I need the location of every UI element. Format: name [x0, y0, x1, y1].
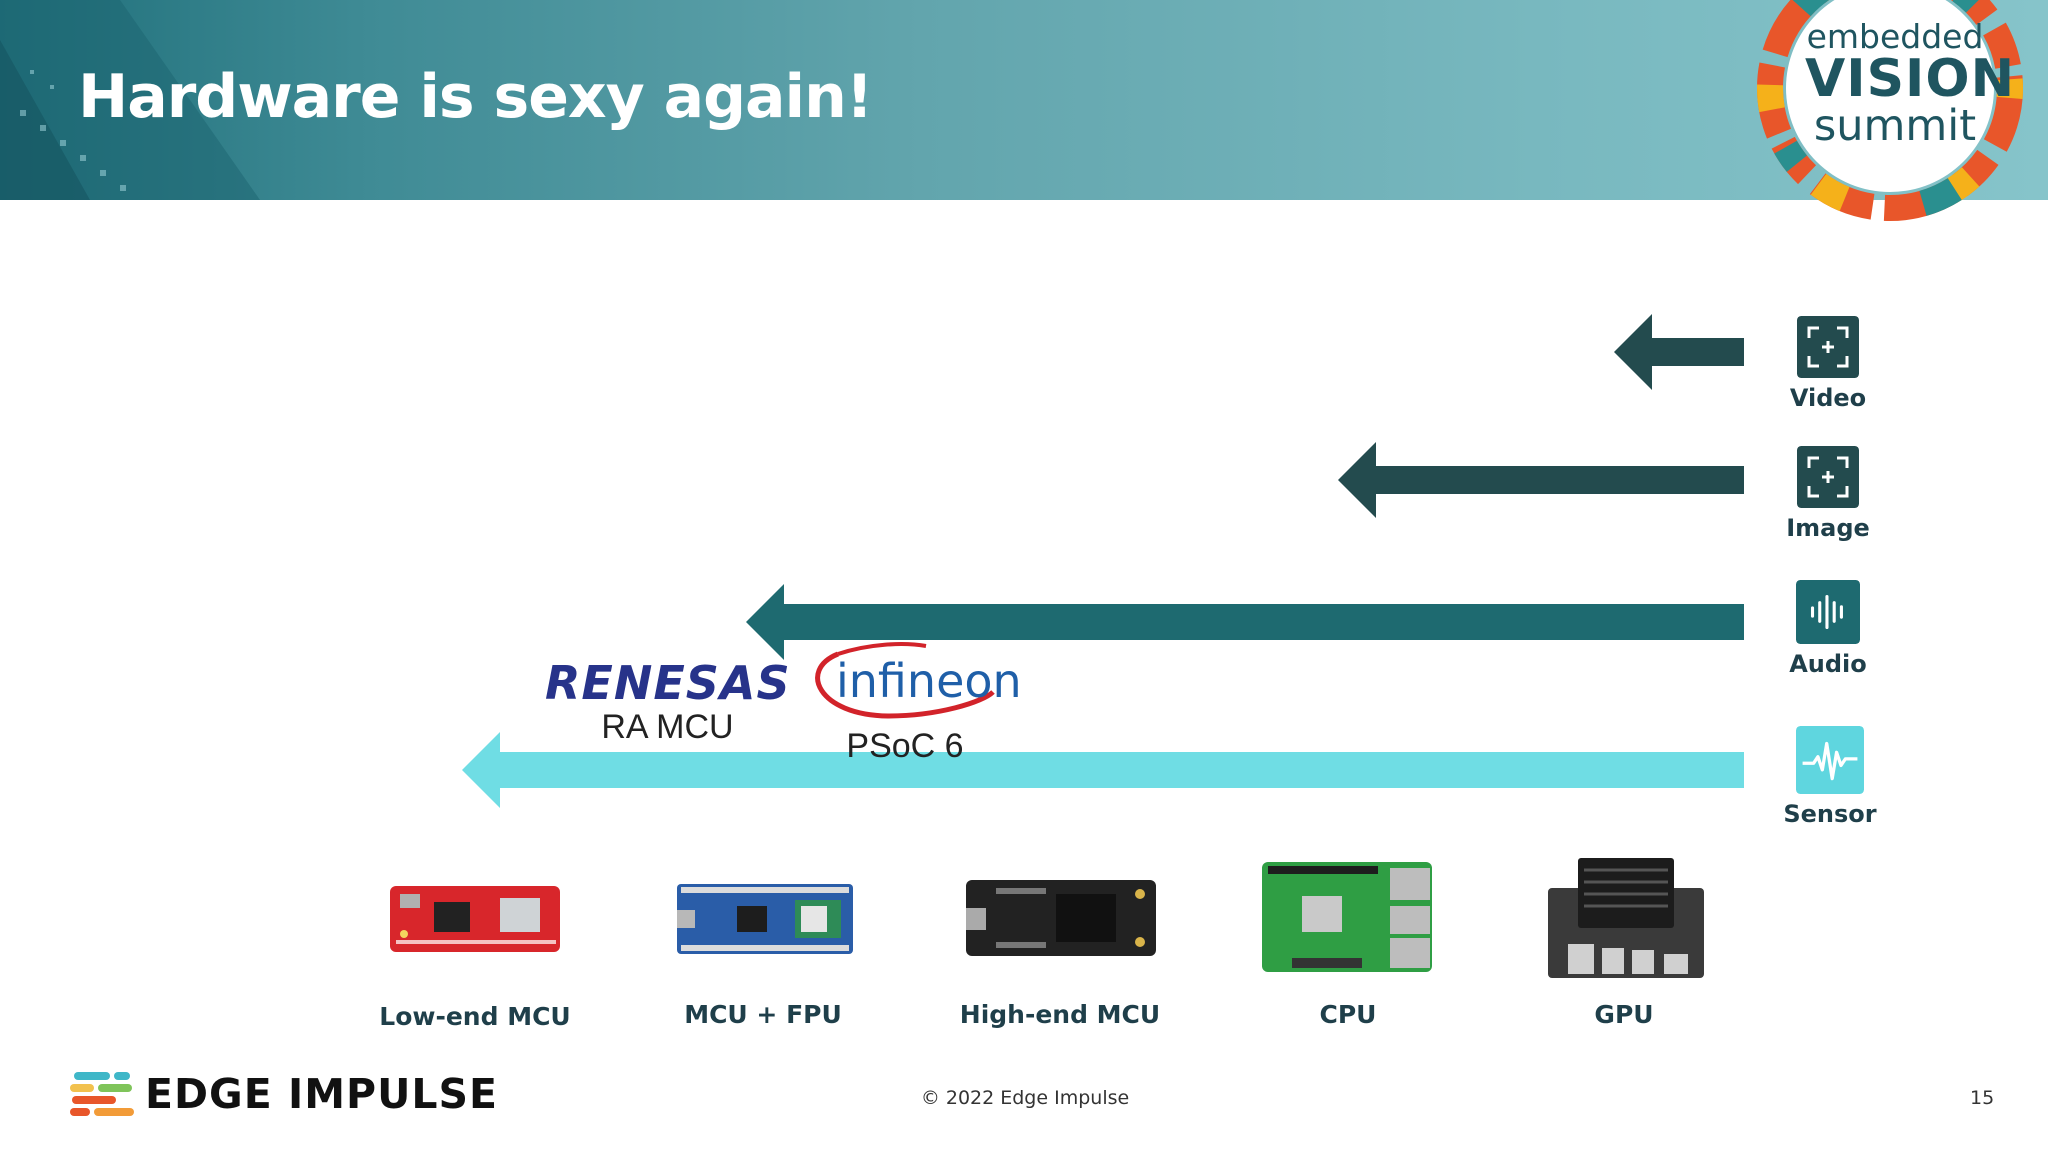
renesas-product-label: RA MCU [601, 708, 734, 746]
hardware-label-cpu: CPU [1319, 1000, 1377, 1029]
hardware-label-mcu-fpu: MCU + FPU [684, 1000, 842, 1029]
modality-sensor: Sensor [1770, 726, 1890, 828]
infineon-swoosh [815, 642, 995, 719]
jetson-nano-board-image [1548, 858, 1704, 978]
modality-label: Audio [1789, 650, 1867, 678]
portenta-board-image [966, 880, 1156, 956]
hardware-label-low-end-mcu: Low-end MCU [379, 1002, 571, 1031]
modality-audio: Audio [1768, 580, 1888, 678]
raspberry-pi-board-image [1262, 862, 1432, 972]
infineon-product-label: PSoC 6 [846, 727, 964, 765]
infineon-logo: infineon [836, 654, 1022, 708]
modality-label: Sensor [1783, 800, 1877, 828]
modality-label: Image [1786, 514, 1870, 542]
focus-plus-icon [1797, 446, 1859, 508]
renesas-logo: RENESAS [545, 656, 791, 710]
modality-image: Image [1768, 446, 1888, 542]
page-number: 15 [1970, 1087, 1995, 1109]
focus-plus-icon [1797, 316, 1859, 378]
hardware-label-high-end-mcu: High-end MCU [959, 1000, 1161, 1029]
event-logo-line3: summit [1813, 101, 1977, 151]
header-banner: Hardware is sexy again! [0, 0, 2048, 200]
slide-title: Hardware is sexy again! [78, 62, 873, 132]
hardware-label-gpu: GPU [1594, 1000, 1654, 1029]
modality-video: Video [1768, 316, 1888, 412]
pulse-icon [1796, 726, 1864, 794]
event-logo-line2: VISION [1805, 49, 2016, 109]
modality-label: Video [1789, 384, 1867, 412]
image-arrow [1338, 442, 1744, 518]
event-logo-text: embedded VISION summit [1805, 17, 2016, 151]
copyright-notice: © 2022 Edge Impulse [920, 1087, 1130, 1109]
sensor-arrow [462, 732, 1744, 808]
event-logo-line1: embedded [1806, 17, 1984, 56]
header-pattern [0, 0, 260, 200]
waveform-icon [1796, 580, 1860, 644]
audio-arrow [746, 584, 1744, 660]
red-mcu-board-image [390, 886, 560, 952]
nano-ble-board-image [677, 884, 853, 954]
video-arrow [1614, 314, 1744, 390]
edge-impulse-logo-icon [70, 1072, 134, 1116]
embedded-vision-summit-logo [1757, 0, 2023, 221]
edge-impulse-wordmark: EDGE IMPULSE [145, 1070, 499, 1118]
